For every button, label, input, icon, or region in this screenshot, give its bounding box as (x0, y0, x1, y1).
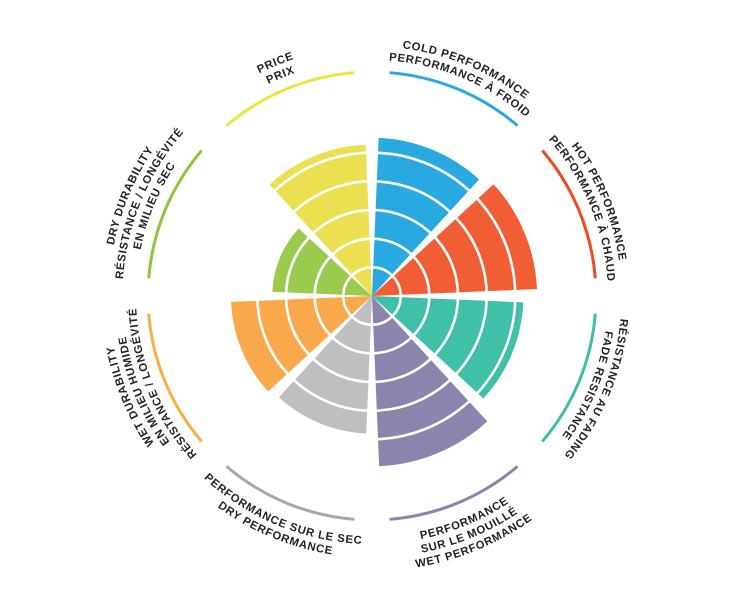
grid-ring-3 (284, 208, 460, 384)
segment-label-hot-performance: HOT PERFORMANCE (569, 141, 628, 262)
outer-arc-fade-resistance (541, 313, 597, 443)
wedge-hot-performance (372, 184, 537, 296)
outer-arc-dry-durability (147, 149, 203, 279)
wedge-dry-durability (272, 228, 372, 296)
wedge-price (269, 144, 372, 296)
outer-arc-hot-performance (541, 149, 597, 279)
wedge-dry-performance (278, 296, 372, 434)
grid-ring-1 (341, 265, 402, 326)
outer-arc-cold-performance (389, 71, 519, 127)
grid-ring-4 (255, 180, 488, 412)
outer-arc-dry-performance (225, 465, 355, 521)
wedge-wet-performance (372, 296, 488, 467)
outer-arc-wet-performance (389, 465, 519, 521)
label-hot-performance-line-2: HOT PERFORMANCE (569, 141, 627, 262)
wedge-fade-resistance (372, 296, 524, 399)
grid-ring-5 (227, 151, 517, 441)
grid-ring-2 (313, 237, 431, 355)
outer-arc-wet-durability (147, 313, 203, 443)
outer-arc-price (225, 71, 355, 127)
